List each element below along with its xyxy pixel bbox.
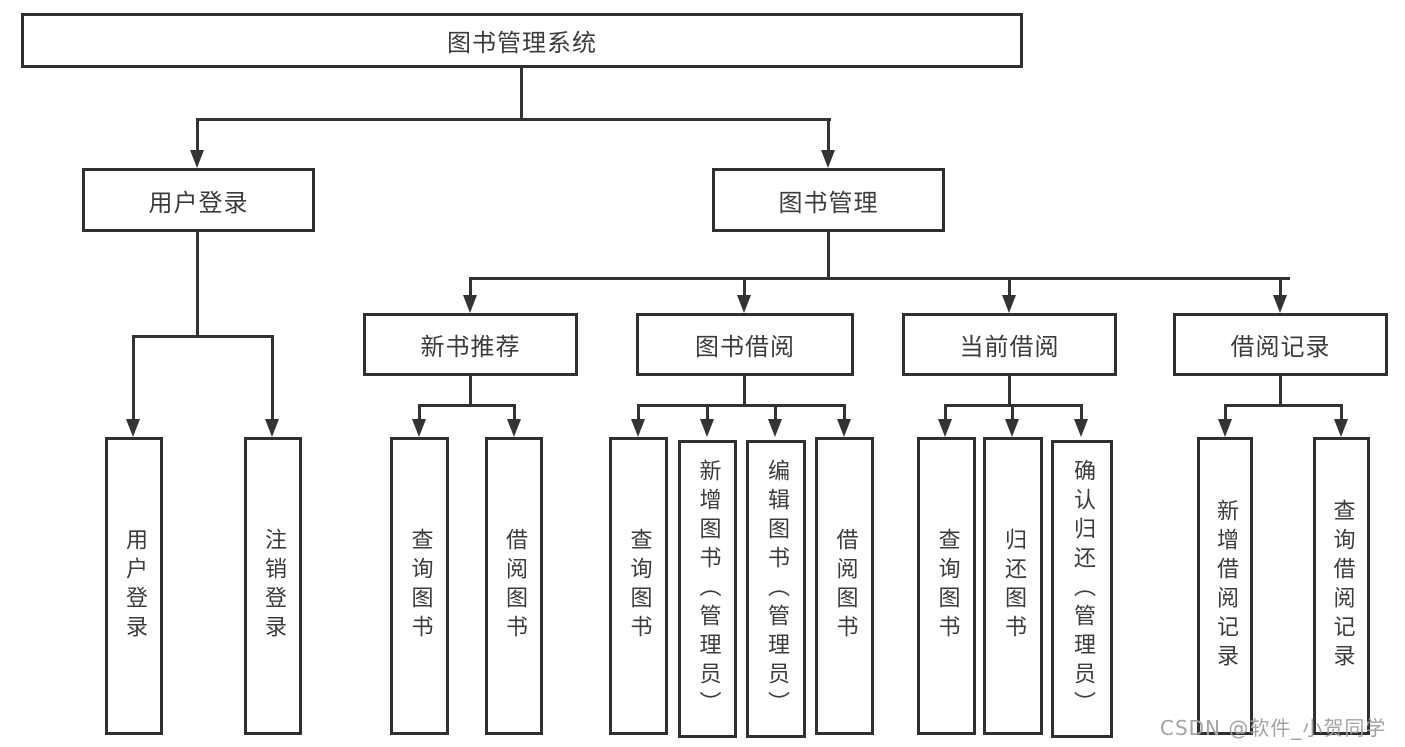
node-root: 图书管理系统 [21, 13, 1023, 68]
leaf-borrow-borrow-books-label: 借阅图书 [832, 528, 858, 644]
watermark: CSDN @软件_小贺同学 [1160, 716, 1387, 740]
connector-drop [1279, 280, 1282, 296]
leaf-user-login: 用户登录 [105, 437, 163, 735]
connector-drop [196, 121, 199, 152]
connector-drop [944, 407, 947, 421]
arrow-down-icon [1334, 419, 1348, 437]
leaf-borrow-query-books: 查询图书 [609, 437, 668, 735]
leaf-records-add-record: 新增借阅记录 [1197, 437, 1253, 735]
node-user-login: 用户登录 [82, 168, 315, 232]
connector-current-rail [944, 404, 1083, 407]
leaf-logout-label: 注销登录 [260, 528, 286, 644]
node-book-management-label: 图书管理 [778, 188, 879, 217]
connector-drop [743, 280, 746, 296]
node-book-borrow: 图书借阅 [636, 313, 854, 376]
leaf-current-return-books: 归还图书 [983, 437, 1043, 735]
arrow-down-icon [265, 419, 279, 437]
leaf-records-query-record-label: 查询借阅记录 [1329, 499, 1355, 673]
leaf-newbook-borrow-books-label: 借阅图书 [501, 528, 527, 644]
leaf-borrow-add-books-admin: 新增图书（管理员） [678, 440, 737, 738]
arrow-down-icon [700, 419, 714, 437]
leaf-current-confirm-return-admin-label: 确认归还（管理员） [1069, 458, 1095, 720]
connector-drop [1080, 407, 1083, 421]
leaf-records-query-record: 查询借阅记录 [1313, 437, 1370, 735]
leaf-newbook-query-books: 查询图书 [390, 437, 449, 735]
connector-drop [1008, 280, 1011, 296]
leaf-borrow-edit-books-admin: 编辑图书（管理员） [746, 440, 806, 738]
connector-drop [843, 407, 846, 421]
leaf-borrow-add-books-admin-label: 新增图书（管理员） [695, 458, 721, 720]
arrow-down-icon [1002, 295, 1016, 313]
connector-drop [132, 338, 135, 420]
connector-records-rail [1224, 404, 1343, 407]
leaf-current-confirm-return-admin: 确认归还（管理员） [1051, 440, 1113, 738]
node-root-label: 图书管理系统 [447, 29, 597, 57]
node-new-book-recommend: 新书推荐 [363, 313, 578, 376]
connector-drop [827, 121, 830, 152]
connector-newbook-stem [469, 375, 472, 405]
connector-bookmgmt-rail [469, 277, 1290, 280]
connector-drop [1340, 407, 1343, 421]
leaf-current-return-books-label: 归还图书 [1000, 528, 1026, 644]
arrow-down-icon [507, 419, 521, 437]
connector-drop [706, 407, 709, 421]
connector-borrow-stem [743, 375, 746, 405]
arrow-down-icon [631, 419, 645, 437]
connector-borrow-rail [637, 404, 846, 407]
connector-drop [1011, 407, 1014, 421]
arrow-down-icon [737, 295, 751, 313]
node-current-borrow-label: 当前借阅 [959, 333, 1060, 361]
connector-root-stem [520, 68, 523, 120]
leaf-records-add-record-label: 新增借阅记录 [1212, 499, 1238, 673]
arrow-down-icon [821, 150, 835, 168]
arrow-down-icon [938, 419, 952, 437]
leaf-borrow-edit-books-admin-label: 编辑图书（管理员） [763, 458, 789, 720]
arrow-down-icon [126, 419, 140, 437]
connector-newbook-rail [418, 404, 516, 407]
connector-root-rail [196, 118, 831, 121]
leaf-current-query-books: 查询图书 [917, 437, 976, 735]
arrow-down-icon [1273, 295, 1287, 313]
connector-userlogin-rail [132, 335, 274, 338]
node-borrow-records-label: 借阅记录 [1230, 333, 1331, 361]
leaf-logout: 注销登录 [244, 437, 302, 735]
arrow-down-icon [412, 419, 426, 437]
connector-drop [513, 407, 516, 421]
leaf-borrow-query-books-label: 查询图书 [626, 528, 652, 644]
connector-drop [637, 407, 640, 421]
arrow-down-icon [1074, 419, 1088, 437]
connector-current-stem [1008, 375, 1011, 405]
node-new-book-recommend-label: 新书推荐 [420, 333, 521, 361]
arrow-down-icon [463, 295, 477, 313]
leaf-newbook-borrow-books: 借阅图书 [485, 437, 543, 735]
arrow-down-icon [837, 419, 851, 437]
leaf-newbook-query-books-label: 查询图书 [407, 528, 433, 644]
connector-drop [774, 407, 777, 421]
connector-bookmgmt-stem [827, 232, 830, 278]
connector-drop [271, 338, 274, 420]
arrow-down-icon [190, 150, 204, 168]
node-user-login-label: 用户登录 [148, 188, 249, 217]
arrow-down-icon [768, 419, 782, 437]
node-borrow-records: 借阅记录 [1173, 313, 1388, 376]
leaf-borrow-borrow-books: 借阅图书 [815, 437, 874, 735]
leaf-current-query-books-label: 查询图书 [934, 528, 960, 644]
node-book-management: 图书管理 [712, 168, 945, 232]
arrow-down-icon [1005, 419, 1019, 437]
connector-drop [1224, 407, 1227, 421]
node-current-borrow: 当前借阅 [902, 313, 1117, 376]
connector-drop [418, 407, 421, 421]
connector-drop [469, 280, 472, 296]
leaf-user-login-label: 用户登录 [121, 528, 147, 644]
node-book-borrow-label: 图书借阅 [695, 333, 795, 361]
connector-userlogin-stem [196, 232, 199, 338]
arrow-down-icon [1218, 419, 1232, 437]
connector-records-stem [1279, 375, 1282, 405]
